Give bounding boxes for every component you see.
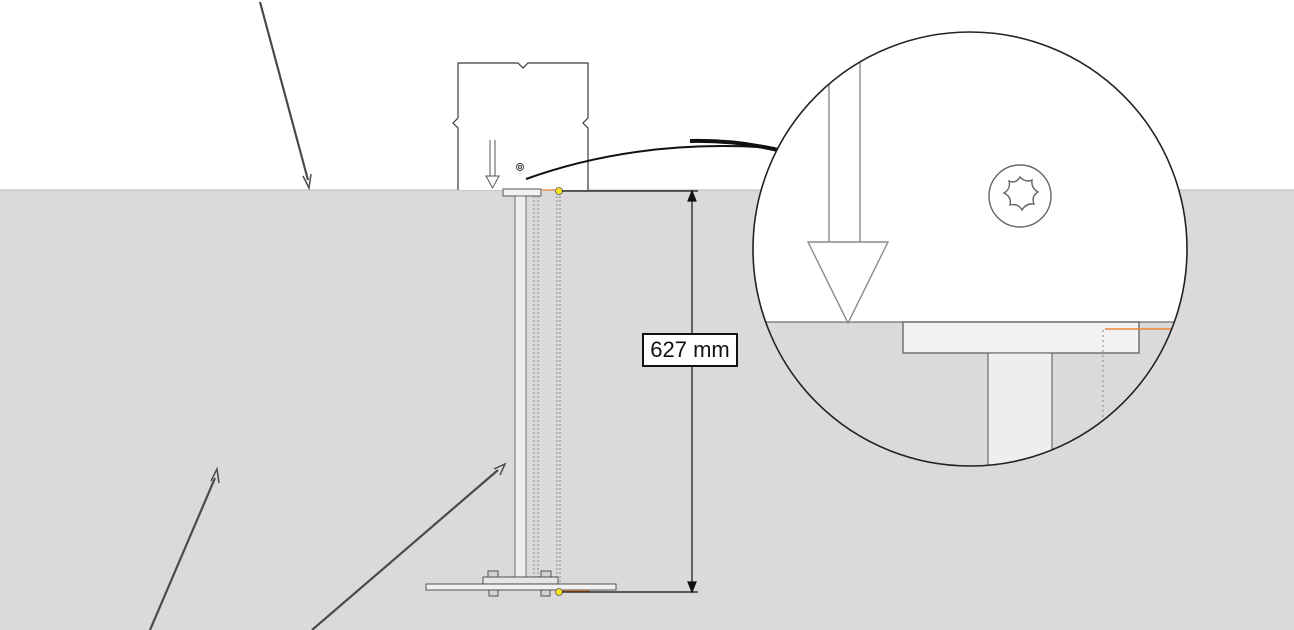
pile-base [425, 570, 617, 597]
arrow-bottom-center [311, 462, 507, 630]
arrow-bottom-left [148, 466, 220, 630]
pile-shaft [514, 195, 527, 579]
pile-top-plate [502, 188, 542, 197]
dimension-label: 627 mm [642, 333, 738, 367]
snap-marker-bottom[interactable] [555, 588, 563, 596]
zoom-detail [752, 31, 1188, 467]
arrow-top-left [258, 1, 312, 191]
screw-mark-icon [516, 163, 524, 171]
zoom-leader-line [525, 145, 776, 180]
torx-screw-icon [988, 164, 1052, 228]
post-section [452, 62, 589, 190]
zoom-circle-border [752, 31, 1188, 467]
load-arrow-icon [485, 140, 500, 190]
snap-marker-top[interactable] [555, 187, 563, 195]
zoom-top-plate [902, 321, 1140, 354]
hidden-lines [533, 196, 561, 588]
zoom-shaft [987, 352, 1053, 466]
zoom-leader-line-thick [689, 138, 779, 152]
dimension-line [562, 189, 698, 594]
